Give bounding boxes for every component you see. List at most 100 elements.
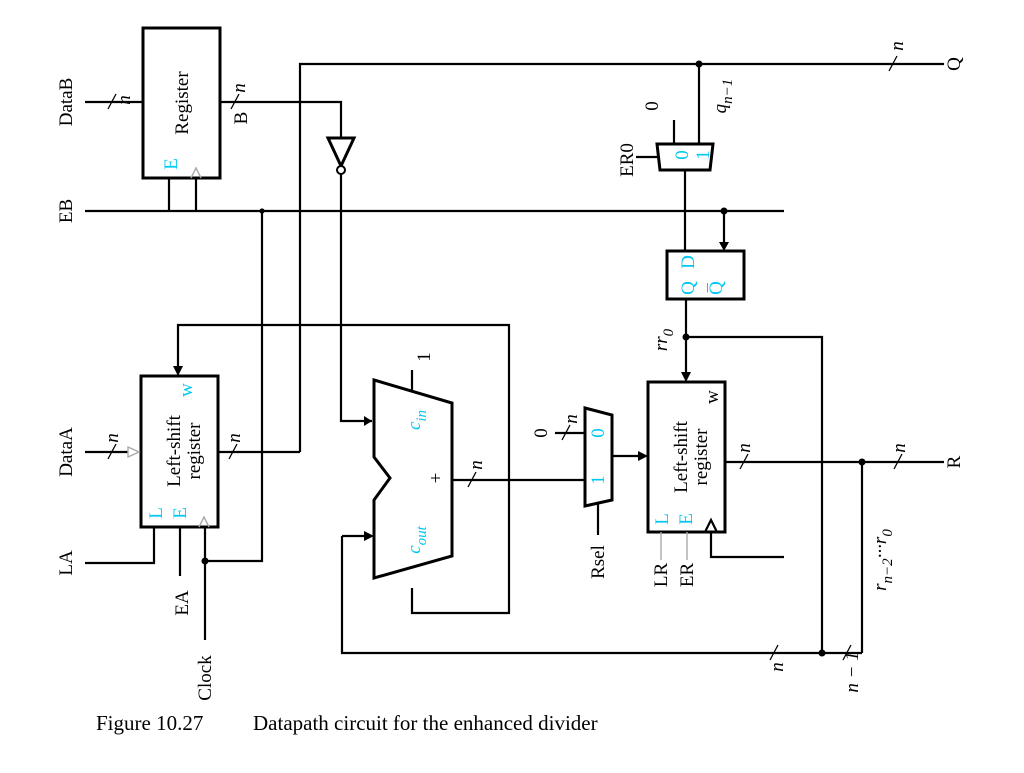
q-width-label: n: [887, 41, 908, 51]
rsel-mux-body: [583, 406, 614, 508]
lsr-r-box: [646, 380, 727, 534]
clock-distribution-wire: [205, 211, 264, 563]
ff-clock-arrow: [719, 242, 729, 251]
cout-feedback-wire: [176, 323, 511, 615]
adder-body: [372, 377, 454, 580]
r-low-bits-slash: [842, 644, 852, 661]
adder-a-input-arrow: [364, 531, 374, 541]
register-b: Register E: [141, 26, 222, 180]
dataa-bus-slash: [107, 443, 117, 460]
r-bus-slash-2: [893, 453, 903, 470]
rsel-label: Rsel: [588, 545, 609, 579]
figure-number: Figure 10.27: [96, 711, 203, 735]
q-bus-wire: [298, 62, 944, 452]
ff-d-pin: D: [678, 255, 699, 269]
b-bus-slash: [230, 93, 240, 110]
register-b-label: Register: [172, 71, 193, 135]
b-label: B: [231, 112, 252, 125]
la-label: LA: [56, 550, 77, 576]
er0-mux-input-0: 0: [672, 150, 693, 160]
datab-label: DataB: [56, 78, 77, 127]
lr-label: LR: [651, 563, 672, 588]
lsr-r-label-line1: Left-shift: [671, 420, 692, 492]
adder-b-input-arrow: [364, 416, 372, 426]
ff-qbar-pin: Q̅: [706, 281, 727, 295]
ff-box: [665, 249, 746, 301]
register-b-clock-pin: [190, 166, 202, 179]
er0-mux-body: [655, 142, 715, 172]
rsel-zero-width: n: [561, 414, 582, 424]
lsr-a-output-slash: [228, 443, 238, 460]
sum-width-label: n: [466, 460, 487, 470]
r-width-label-1: n: [734, 443, 755, 453]
b-bus-wire: [220, 100, 343, 138]
lsr-r-load-pin: L: [652, 513, 673, 525]
lsr-a-box: [139, 374, 220, 529]
ea-label: EA: [172, 590, 193, 616]
er0-label: ER0: [617, 143, 638, 177]
rsel-zero-label: 0: [531, 428, 552, 438]
lsr-a-load-pin: L: [146, 507, 167, 519]
lsr-a-enable-pin: E: [170, 507, 191, 519]
r-low-bits-width: n − 1: [842, 651, 863, 692]
adder-cin-pin: cin: [404, 410, 430, 430]
left-shift-register-r: Left-shift register w L E: [646, 380, 727, 534]
dataa-label: DataA: [56, 427, 77, 477]
r-output-label: R: [944, 455, 965, 468]
rsel-multiplexer: 0 1: [583, 406, 614, 508]
lsr-r-serial-input-pin: w: [702, 390, 723, 404]
dataa-arrow: [127, 445, 141, 459]
left-shift-register-a: Left-shift register w L E: [139, 374, 220, 529]
r-low-bits-label: rn−2···r0: [870, 529, 896, 591]
rr0-label: rr0: [651, 328, 677, 351]
b-width-label: n: [229, 83, 250, 93]
rsel-mux-input-1: 1: [588, 475, 609, 485]
lsr-a-label-line2: register: [184, 422, 205, 480]
figure-title: Datapath circuit for the enhanced divide…: [253, 711, 598, 735]
r-width-label-2: n: [889, 443, 910, 453]
lsr-a-serial-input-pin: w: [176, 383, 197, 397]
datab-bus-slash: [107, 93, 117, 110]
inverter: [325, 136, 357, 170]
rr0-feedback-wire: [686, 335, 824, 653]
er0-multiplexer: 0 1: [655, 142, 715, 172]
sum-bus-slash: [467, 471, 477, 488]
er0-mux-input-1: 1: [693, 150, 714, 160]
inverter-bubble: [336, 165, 346, 175]
r-bus-slash-1: [739, 453, 749, 470]
clock-label: Clock: [195, 655, 216, 701]
inverter-to-adder-wire: [339, 174, 372, 423]
d-flip-flop: D Q Q̅: [665, 249, 746, 301]
lsr-a-output-width: n: [224, 433, 245, 443]
lsr-r-clock-pin: [704, 517, 718, 533]
lsr-r-enable-pin: E: [676, 513, 697, 525]
er0-zero-label: 0: [642, 101, 663, 111]
lsr-a-clock-pin: [198, 515, 210, 528]
ff-q-pin: Q: [678, 281, 699, 295]
r-feedback-width: n: [767, 662, 788, 672]
lsr-r-label-line2: register: [691, 428, 712, 486]
rr0-arrow: [681, 372, 691, 382]
q-msb-label: qn−1: [710, 79, 736, 114]
dataa-width-label: n: [102, 433, 123, 443]
adder-plus-sign: +: [426, 473, 447, 484]
r-feedback-wire: [340, 536, 822, 655]
datab-width-label: n: [114, 95, 135, 105]
lsr-r-parallel-arrow: [638, 451, 648, 461]
adder: + cin cout: [372, 377, 454, 580]
r-feedback-slash: [769, 644, 779, 661]
la-wire: [85, 527, 156, 565]
adder-cout-pin: cout: [404, 525, 430, 553]
lsr-a-serial-arrow: [173, 366, 183, 376]
register-b-enable-pin: E: [161, 158, 182, 170]
rsel-mux-input-0: 0: [588, 428, 609, 438]
q-bus-slash: [888, 55, 898, 72]
rsel-zero-slash: [561, 424, 571, 441]
q-output-label: Q: [944, 57, 965, 71]
lsr-a-label-line1: Left-shift: [164, 414, 185, 486]
cin-value-label: 1: [414, 352, 435, 362]
clock-to-lsr-r-wire: [709, 532, 784, 559]
er-label: ER: [677, 563, 698, 588]
